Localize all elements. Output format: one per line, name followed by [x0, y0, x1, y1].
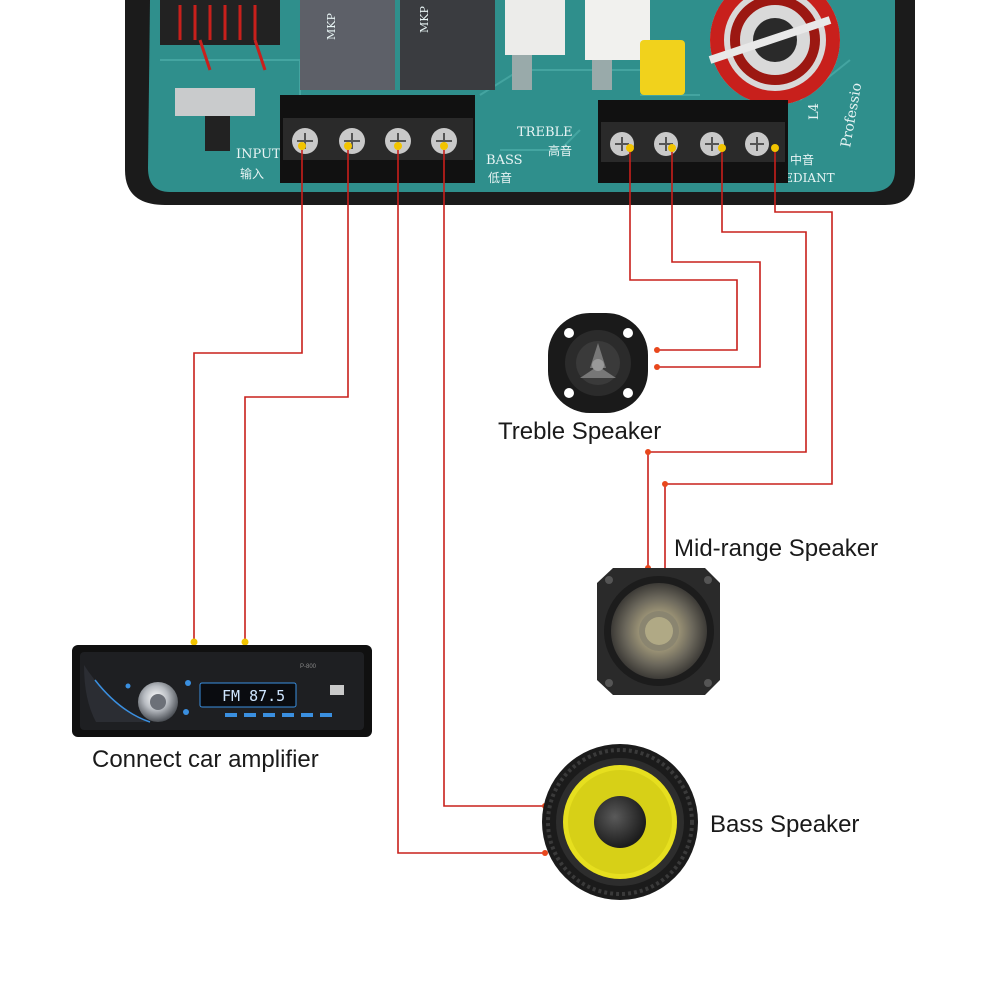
input-bass-terminal-block	[280, 95, 475, 183]
resistor-2	[585, 0, 650, 60]
usb-port	[330, 685, 344, 695]
capacitor-1: MKP	[300, 0, 395, 90]
terminal-screw	[292, 128, 318, 154]
wire-mid-2	[664, 150, 833, 605]
resistor-1	[505, 0, 565, 55]
inductor-coil-left	[160, 0, 280, 71]
wiring	[193, 150, 833, 854]
car-head-unit: FM 87.5 P-800	[72, 645, 372, 737]
crossover-board: MKP MKP INPUT 输入 BASS 低音 TREBLE 高音 中音	[125, 0, 915, 205]
wire-bass-1	[397, 150, 545, 854]
bass-cn-label: 低音	[488, 170, 512, 185]
input-cn-label: 输入	[240, 166, 264, 181]
svg-text:MKP: MKP	[325, 13, 338, 40]
terminal-screw	[745, 132, 769, 156]
wire-input-2	[244, 150, 349, 640]
preset-buttons	[225, 713, 332, 717]
treble-cn-label: 高音	[548, 143, 572, 158]
bass-speaker-caption: Bass Speaker	[710, 811, 860, 838]
wire-treble-2	[657, 150, 761, 368]
mid-cn-label: 中音	[790, 152, 814, 167]
terminal-screw	[700, 132, 724, 156]
mid-speaker-caption: Mid-range Speaker	[674, 535, 879, 562]
coil-label: L4	[807, 103, 822, 120]
mid-range-speaker	[597, 568, 720, 695]
treble-mid-terminal-block	[598, 100, 788, 183]
capacitor-2: MKP	[400, 0, 495, 90]
terminal-screw	[654, 132, 678, 156]
radio-display: FM 87.5	[222, 687, 285, 705]
treble-label: TREBLE	[517, 125, 573, 140]
terminal-screw	[339, 128, 365, 154]
amplifier-caption: Connect car amplifier	[92, 746, 319, 773]
bass-speaker	[542, 744, 698, 900]
input-label: INPUT	[236, 147, 281, 162]
yellow-capacitor	[640, 40, 685, 95]
level-switch	[175, 88, 255, 116]
inductor-coil-right	[708, 0, 840, 105]
wire-mid-1	[647, 150, 807, 568]
wire-bass-2	[443, 150, 545, 807]
wire-treble-1	[629, 150, 738, 351]
terminal-screw	[431, 128, 457, 154]
wire-input-1	[193, 150, 303, 640]
treble-speaker-caption: Treble Speaker	[498, 418, 662, 445]
head-unit-model: P-800	[300, 664, 317, 670]
svg-text:MKP: MKP	[418, 6, 431, 33]
treble-speaker	[548, 313, 648, 413]
connection-dots	[190, 142, 779, 646]
bass-label: BASS	[486, 153, 523, 168]
